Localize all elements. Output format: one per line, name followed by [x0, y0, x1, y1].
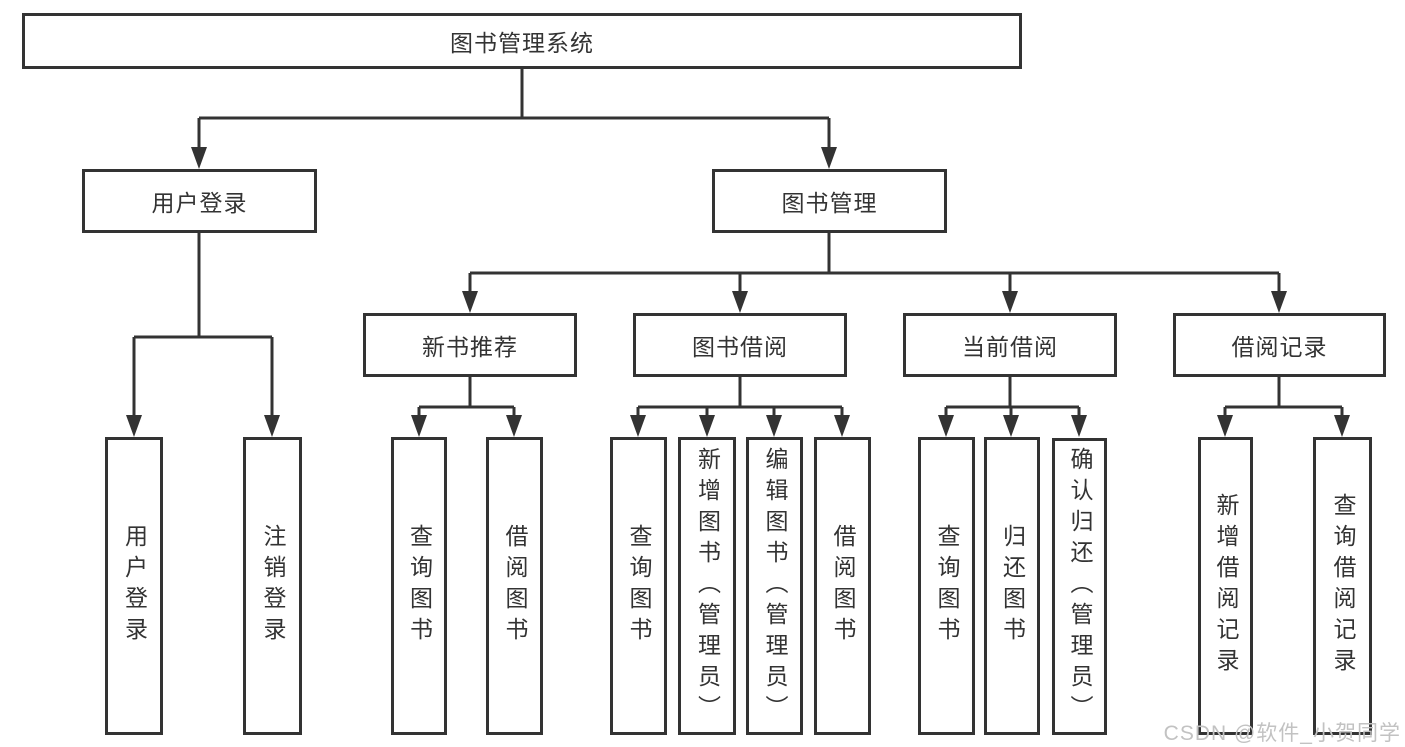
leaf-rec-query-book: 查询图书 [391, 437, 447, 735]
leaf-rec-borrow-book-label: 借阅图书 [502, 524, 528, 648]
leaf-add-book-admin: 新增图书（管理员） [678, 437, 736, 735]
node-book-borrow: 图书借阅 [633, 313, 847, 377]
leaf-user-login-label: 用户登录 [121, 524, 148, 648]
node-user-login: 用户登录 [82, 169, 317, 233]
leaf-borrow-query-book-label: 查询图书 [626, 524, 652, 648]
leaf-borrow-book-label: 借阅图书 [830, 524, 856, 648]
leaf-add-book-admin-label: 新增图书（管理员） [694, 446, 721, 726]
leaf-current-query-book: 查询图书 [918, 437, 975, 735]
node-book-management: 图书管理 [712, 169, 947, 233]
leaf-logout-label: 注销登录 [260, 524, 286, 648]
leaf-query-borrow-record-label: 查询借阅记录 [1330, 493, 1356, 679]
leaf-return-book: 归还图书 [984, 437, 1040, 735]
leaf-query-borrow-record: 查询借阅记录 [1313, 437, 1372, 735]
leaf-confirm-return-admin: 确认归还（管理员） [1052, 438, 1107, 735]
leaf-rec-borrow-book: 借阅图书 [486, 437, 543, 735]
leaf-confirm-return-admin-label: 确认归还（管理员） [1067, 447, 1093, 726]
connector-stems [132, 69, 1344, 418]
leaf-borrow-query-book: 查询图书 [610, 437, 667, 735]
node-root-system: 图书管理系统 [22, 13, 1022, 69]
leaf-user-login: 用户登录 [105, 437, 163, 735]
leaf-current-query-book-label: 查询图书 [934, 524, 960, 648]
stem-paths [132, 69, 1344, 418]
leaf-add-borrow-record: 新增借阅记录 [1198, 437, 1253, 735]
leaf-edit-book-admin-label: 编辑图书（管理员） [762, 446, 788, 726]
node-current-borrow: 当前借阅 [903, 313, 1117, 377]
connector-arrowheads [126, 147, 1350, 437]
leaf-rec-query-book-label: 查询图书 [406, 524, 433, 648]
arrowhead-paths [126, 147, 1350, 437]
node-borrow-record: 借阅记录 [1173, 313, 1386, 377]
leaf-return-book-label: 归还图书 [999, 524, 1026, 648]
leaf-logout: 注销登录 [243, 437, 302, 735]
leaf-edit-book-admin: 编辑图书（管理员） [746, 437, 803, 735]
leaf-add-borrow-record-label: 新增借阅记录 [1213, 493, 1239, 679]
leaf-borrow-book: 借阅图书 [814, 437, 871, 735]
watermark: CSDN @软件_小贺同学 [1163, 722, 1401, 745]
node-new-book-recommend: 新书推荐 [363, 313, 577, 377]
